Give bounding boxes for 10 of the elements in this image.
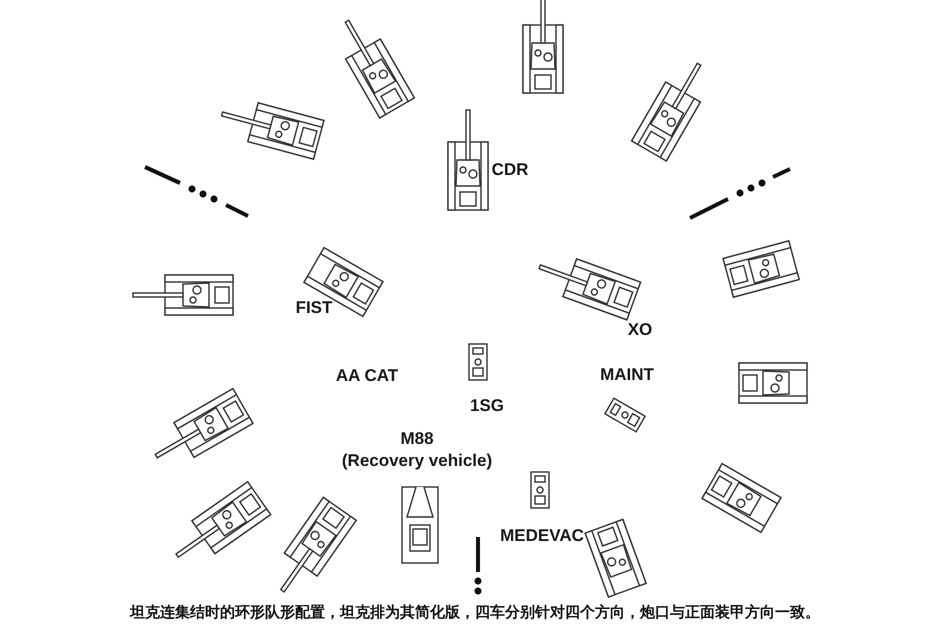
vehicle-label: AA CAT — [336, 366, 398, 386]
vehicle-label: M88 — [400, 429, 434, 449]
vehicle-label: CDR — [492, 160, 528, 180]
vehicle-label: 1SG — [470, 396, 504, 416]
caption: 坦克连集结时的环形队形配置，坦克排为其简化版，四车分别针对四个方向，炮口与正面装甲方向一致。 — [128, 603, 821, 622]
vehicle-label: XO — [628, 320, 652, 340]
vehicle-label: MEDEVAC — [500, 526, 584, 546]
vehicle-label: (Recovery vehicle) — [342, 451, 492, 471]
vehicle-label: MAINT — [600, 365, 654, 385]
vehicle-label: FIST — [296, 298, 332, 318]
